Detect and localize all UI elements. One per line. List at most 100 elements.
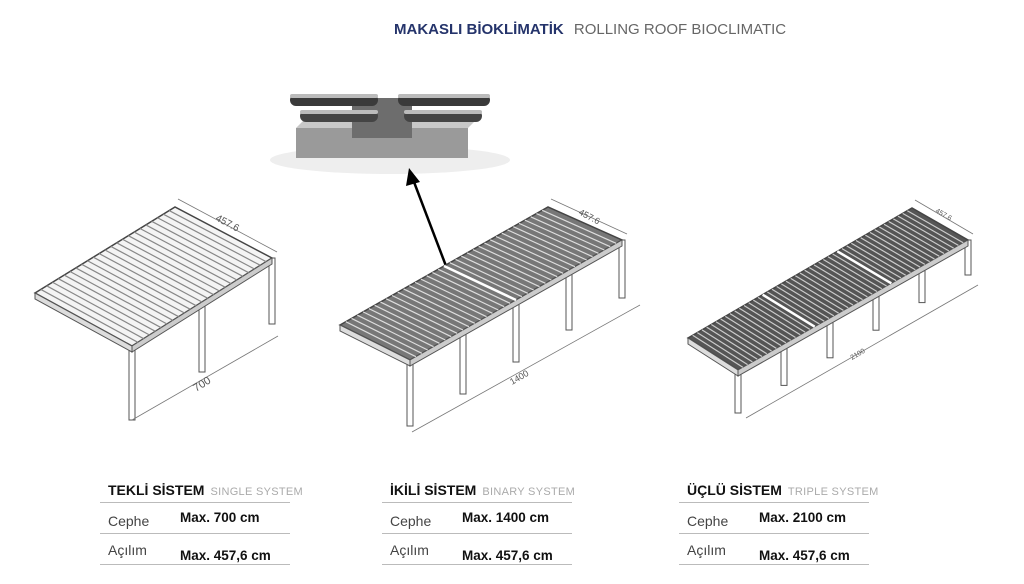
- roof-slat: [414, 281, 487, 318]
- span-label: Açılım: [390, 542, 429, 558]
- length-dimension-line: [745, 284, 979, 419]
- roof-slat: [466, 252, 540, 288]
- roof-slat: [93, 256, 191, 310]
- post: [565, 269, 573, 331]
- roof-slat: [748, 302, 801, 336]
- roof-slat: [855, 239, 911, 274]
- roof-slat: [403, 288, 476, 324]
- roof-slat: [524, 219, 599, 254]
- roof-slat: [781, 283, 835, 317]
- roof-slat: [753, 299, 806, 333]
- post: [459, 329, 467, 395]
- roof-slat: [157, 217, 255, 270]
- post: [268, 257, 276, 325]
- roof-slat: [455, 258, 529, 294]
- roof-slat: [771, 288, 825, 322]
- span-value: Max. 457,6 cm: [180, 548, 271, 563]
- roof-slat: [145, 224, 244, 277]
- roof-slat: [692, 334, 744, 368]
- roof-slat: [785, 280, 839, 314]
- roof-slat: [345, 321, 417, 358]
- arrow-pointer: [406, 168, 448, 267]
- roof-slat: [711, 323, 763, 357]
- roof-slat: [739, 307, 792, 341]
- width-dimension-line: [914, 199, 974, 235]
- span-value: Max. 457,6 cm: [759, 548, 850, 563]
- width-dimension-3: 457.6: [934, 208, 953, 223]
- roof-slat: [860, 237, 916, 271]
- width-dimension-line: [550, 198, 628, 235]
- facade-value: Max. 700 cm: [180, 510, 260, 525]
- roof-slat: [813, 264, 868, 298]
- roof-slat: [897, 215, 954, 249]
- roof-slat: [501, 232, 576, 268]
- roof-slat: [874, 229, 930, 263]
- length-dimension-line: [411, 304, 641, 433]
- roof-slat: [832, 253, 887, 287]
- roof-slat: [69, 270, 168, 325]
- roof-slat: [385, 298, 458, 334]
- span-label: Açılım: [108, 542, 147, 558]
- roof-slat: [432, 272, 505, 308]
- roof-slat: [725, 315, 777, 349]
- page-title: MAKASLI BİOKLİMATİK ROLLING ROOF BIOCLIM…: [394, 21, 786, 38]
- span-label: Açılım: [687, 542, 726, 558]
- post: [406, 359, 414, 427]
- pergola-drawing-1: [33, 198, 279, 421]
- length-dimension-3: 2100: [850, 348, 867, 362]
- roof-slat: [133, 231, 232, 285]
- roof-slat: [461, 255, 534, 291]
- roof-slat: [907, 210, 964, 244]
- roof-slat: [888, 221, 945, 255]
- roof-slat: [484, 242, 558, 278]
- pergola-drawing-3: [686, 199, 979, 419]
- roof-slat: [879, 226, 935, 260]
- roof-slat: [104, 249, 203, 303]
- roof-slat: [87, 260, 185, 314]
- post: [128, 345, 136, 421]
- length-dimension-2: 1400: [508, 368, 530, 387]
- roof-slat: [362, 311, 434, 348]
- roof-slat: [743, 304, 796, 339]
- system-name: TEKLİ SİSTEM: [108, 482, 205, 498]
- roof-slat: [437, 268, 511, 304]
- roof-slat: [883, 223, 940, 257]
- length-dimension-line: [131, 335, 279, 421]
- roof-slat: [776, 286, 830, 320]
- roof-slat: [374, 304, 446, 341]
- facade-label: Cephe: [108, 513, 150, 529]
- roof-slat: [116, 242, 214, 296]
- roof-slat: [420, 278, 493, 314]
- post: [618, 239, 626, 299]
- roof-slat: [697, 332, 748, 366]
- span-value: Max. 457,6 cm: [462, 548, 553, 563]
- roof-slat: [426, 275, 499, 311]
- title-turkish: MAKASLI BİOKLİMATİK: [394, 21, 564, 38]
- roof-slat: [865, 234, 921, 268]
- length-dimension-1: 700: [191, 375, 213, 395]
- roof-slat: [75, 267, 174, 321]
- roof-slat: [729, 313, 782, 347]
- roof-slat: [391, 294, 464, 331]
- roof-slat: [513, 226, 587, 261]
- roof-slat: [449, 262, 523, 298]
- roof-slat: [478, 245, 552, 281]
- roof-slat: [151, 220, 249, 274]
- title-english: ROLLING ROOF BIOCLIMATIC: [573, 21, 787, 38]
- roof-slat: [81, 263, 179, 318]
- system-name-en: BINARY SYSTEM: [482, 486, 576, 498]
- system-name-en: TRIPLE SYSTEM: [787, 486, 879, 498]
- roof-slat: [851, 242, 907, 276]
- facade-label: Cephe: [390, 513, 432, 529]
- roof-slat: [841, 248, 897, 282]
- roof-slat: [351, 317, 423, 354]
- roof-slat: [902, 212, 959, 246]
- roof-slat: [818, 261, 873, 295]
- pergola-drawing-2: [338, 198, 641, 433]
- roof-slat: [472, 249, 546, 284]
- roof-slat: [536, 213, 611, 248]
- system-name-en: SINGLE SYSTEM: [210, 486, 303, 498]
